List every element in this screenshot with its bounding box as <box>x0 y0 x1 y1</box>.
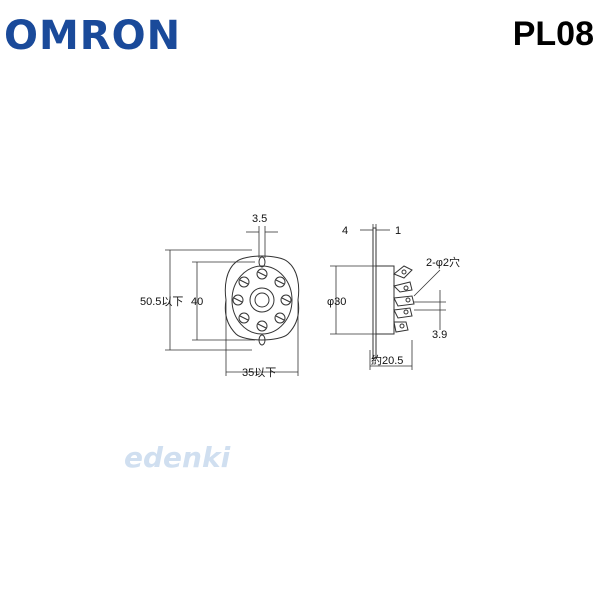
dim-width: 35以下 <box>242 367 276 379</box>
dim-right-flange: 1 <box>395 225 401 237</box>
omron-logo: OMRON <box>4 13 182 59</box>
model-number: PL08 <box>512 15 594 53</box>
side-view-dimensions <box>330 224 446 370</box>
dim-hole: 2-φ2穴 <box>426 255 460 269</box>
front-view-dimensions <box>165 226 299 376</box>
dim-diameter: φ30 <box>327 296 346 308</box>
dim-front-top: 3.5 <box>252 213 267 225</box>
dim-overall-height: 50.5以下 <box>140 296 183 308</box>
dim-left-flange: 4 <box>342 225 348 237</box>
dim-pitch: 3.9 <box>432 329 447 341</box>
dim-depth: 約20.5 <box>371 353 403 367</box>
front-view-socket <box>224 255 300 346</box>
dim-inner-height: 40 <box>191 296 203 308</box>
edenki-watermark: edenki <box>124 441 231 474</box>
dimension-labels: 3.5 50.5以下 40 35以下 4 1 2-φ2穴 φ30 3.9 約20… <box>140 213 460 379</box>
side-view-socket <box>372 227 415 359</box>
